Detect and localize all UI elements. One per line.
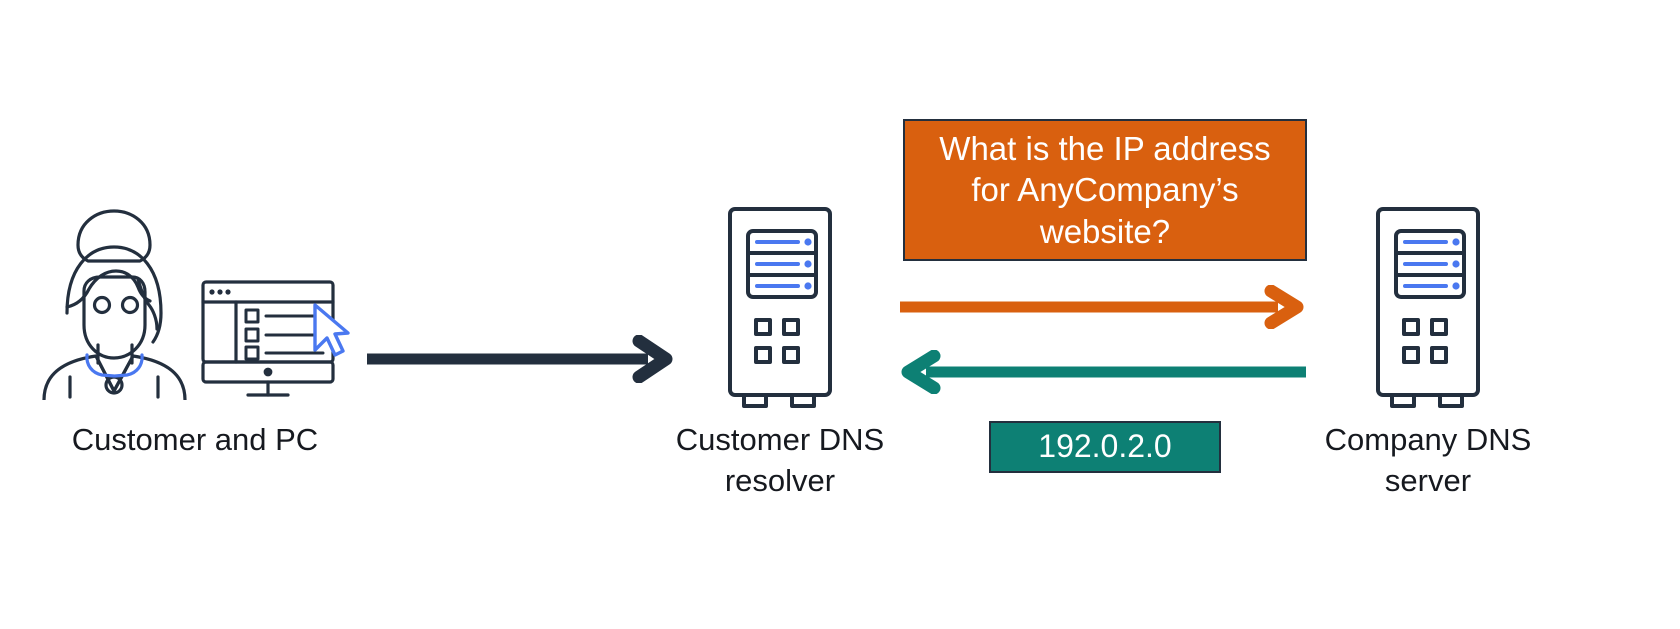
- label-customer-pc: Customer and PC: [71, 422, 319, 457]
- query-arrow: [898, 284, 1308, 334]
- node-customer-pc: Customer and PC: [40, 195, 350, 457]
- server-tower-icon: [1376, 207, 1480, 408]
- question-callout-text: What is the IP address for AnyCompany’s …: [939, 129, 1271, 250]
- answer-callout-text: 192.0.2.0: [1038, 428, 1172, 465]
- server-tower-icon: [728, 207, 832, 408]
- mouse-cursor-icon: [313, 303, 350, 357]
- node-company-dns-server: Company DNS server: [1325, 205, 1531, 498]
- question-callout: What is the IP address for AnyCompany’s …: [903, 119, 1307, 261]
- answer-callout: 192.0.2.0: [989, 421, 1221, 473]
- label-company-dns-server: Company DNS server: [1324, 422, 1532, 498]
- response-arrow: [898, 349, 1308, 399]
- label-customer-dns-resolver: Customer DNS resolver: [675, 422, 885, 498]
- node-customer-dns-resolver: Customer DNS resolver: [676, 205, 884, 498]
- person-with-computer-icon: [42, 209, 350, 402]
- pc-to-resolver-arrow: [365, 334, 675, 388]
